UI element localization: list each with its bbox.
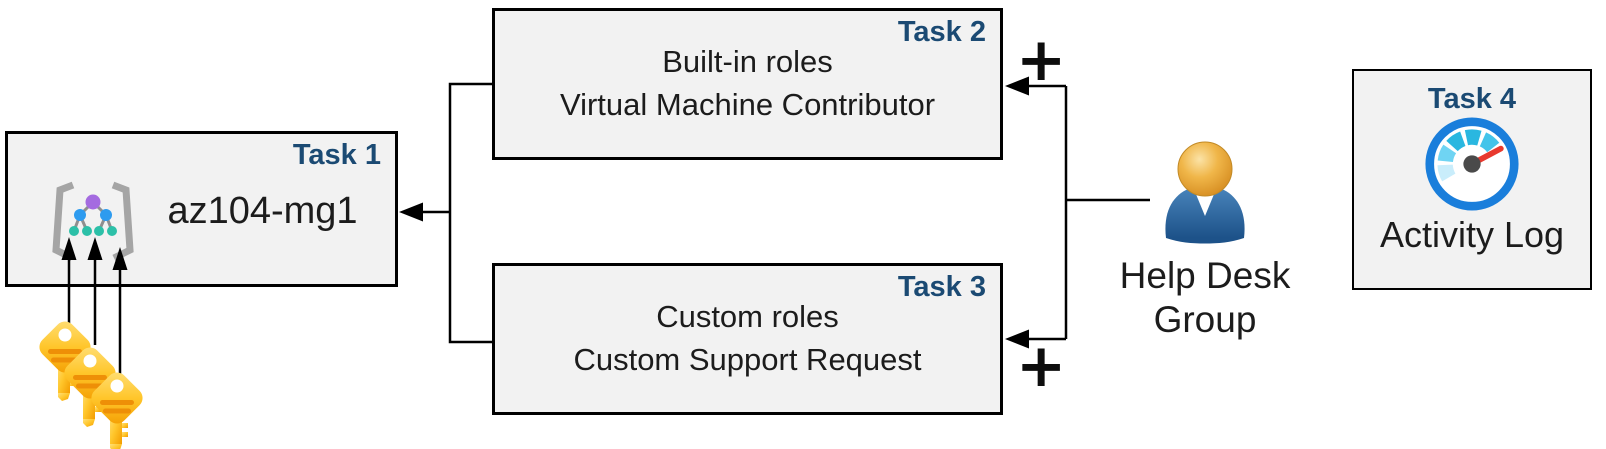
- task2-line1: Built-in roles: [662, 44, 833, 80]
- help-desk-caption-line2: Group: [1153, 299, 1257, 341]
- task2-badge: Task 2: [897, 16, 986, 48]
- task3-line2: Custom Support Request: [573, 342, 922, 377]
- task3-box: Task 3 Custom roles Custom Support Reque…: [492, 263, 1003, 415]
- gauge-segments: [1437, 129, 1500, 182]
- task1-badge: Task 1: [292, 139, 381, 171]
- tree-leaf-node: [69, 226, 79, 236]
- task1-name: az104-mg1: [167, 190, 358, 232]
- help-desk-caption: Help Desk Group: [1090, 254, 1320, 343]
- keys-icon: [35, 317, 147, 449]
- plus-icon-task2: +: [1016, 25, 1067, 95]
- plus-icon-task3: +: [1016, 331, 1067, 401]
- task3-line1: Custom roles: [656, 299, 839, 335]
- task3-badge: Task 3: [897, 271, 986, 303]
- fan-connector-tasks23-to-task1: [448, 82, 492, 344]
- tree-leaf-node: [107, 226, 117, 236]
- left-bracket: [52, 181, 75, 262]
- right-bracket: [111, 181, 134, 262]
- tree-lines: [72, 200, 114, 232]
- task2-line2: Virtual Machine Contributor: [559, 87, 936, 122]
- tree-mid-node: [100, 209, 112, 221]
- user-icon: [1165, 141, 1245, 244]
- task1-box: Task 1 az104-mg1: [5, 131, 398, 287]
- tree-mid-node: [74, 209, 86, 221]
- management-group-icon: [52, 181, 134, 262]
- activity-log-gauge-icon: [1425, 117, 1519, 211]
- task4-box: Task 4 Activity Log: [1352, 69, 1592, 290]
- task4-badge: Task 4: [1427, 83, 1517, 115]
- task2-box: Task 2 Built-in roles Virtual Machine Co…: [492, 8, 1003, 160]
- tree-root-node: [85, 194, 101, 210]
- person-head: [1177, 141, 1233, 197]
- task4-caption: Activity Log: [1379, 214, 1565, 255]
- help-desk-caption-line1: Help Desk: [1119, 255, 1291, 296]
- tree-leaf-node: [94, 226, 104, 236]
- tree-leaf-node: [82, 226, 92, 236]
- arrowhead-into-task1: [399, 202, 423, 222]
- help-desk-group: Help Desk Group: [1090, 140, 1320, 343]
- gauge-hub: [1463, 155, 1481, 173]
